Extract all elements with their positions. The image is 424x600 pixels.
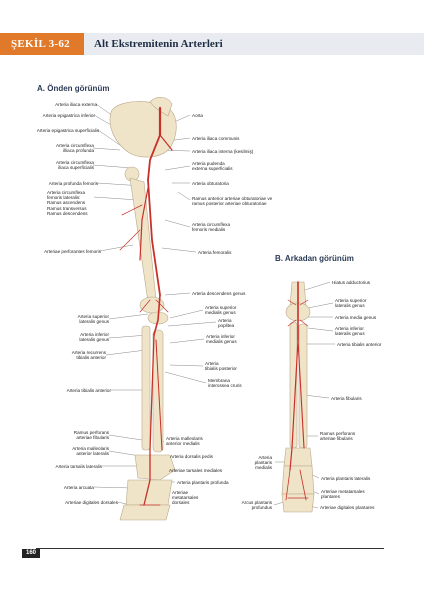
- label-b-2: Arteria media genus: [335, 315, 377, 320]
- label-a-left-15: Arteria arcuata: [63, 485, 94, 490]
- page-number: 160: [22, 549, 40, 558]
- label-a-left-6: Arteria circumflexa femoris lateralis: R…: [47, 190, 88, 216]
- label-a-right-13: Membrana interossea cruris: [208, 378, 242, 389]
- label-a-right-0: Aorta: [192, 113, 203, 118]
- label-a-right-16: Arteriae tarsales mediales: [169, 468, 223, 473]
- label-a-right-3: Arteria pudenda externa superficialis: [192, 161, 233, 172]
- label-a-right-5: Ramus anterior arteriae obturatoriae ve …: [192, 196, 273, 207]
- label-a-left-9: Arteria inferior lateralis genus: [79, 332, 109, 343]
- label-a-right-17: Arteria plantaris profunda: [177, 480, 229, 485]
- label-a-left-10: Arteria recurrens tibialis anterior: [71, 350, 106, 361]
- view-b-arteries: [285, 281, 309, 501]
- label-a-right-12: Arteria tibialis posterior: [205, 361, 237, 372]
- label-b-1: Arteria superior lateralis genus: [335, 298, 367, 309]
- figure-title: Alt Ekstremitenin Arterleri: [94, 38, 223, 50]
- label-a-right-6: Arteria circumflexa femoris medialis: [192, 222, 231, 233]
- label-a-right-18: Arteriae metatarsales dorsales: [172, 490, 199, 506]
- label-b-9: Arteriae metatarsales plantares: [321, 489, 365, 500]
- footer-rule: [36, 548, 384, 549]
- label-a-left-12: Ramus perforans arteriae fibularis: [73, 430, 109, 441]
- label-a-right-4: Arteria obturatoria: [192, 181, 229, 186]
- label-a-right-8: Arteria descendens genus: [192, 291, 246, 296]
- label-a-left-0: Arteria iliaca externa: [55, 102, 97, 107]
- label-b-0: Hiatus adductorius: [332, 280, 371, 285]
- label-a-left-8: Arteria superior lateralis genus: [77, 314, 109, 325]
- label-a-left-7: Arteriae perforantes femoris: [44, 249, 101, 254]
- label-a-right-2: Arteria iliaca interna (kesilmiş): [192, 149, 254, 154]
- label-b-11: Arteriae digitales plantares: [320, 505, 375, 510]
- figure-header: ŞEKİL 3-62 Alt Ekstremitenin Arterleri: [0, 33, 424, 55]
- view-a-arteries: [119, 106, 173, 506]
- label-b-8: Arteria plantaris lateralis: [321, 476, 371, 481]
- label-a-left-14: Arteria tarsalis lateralis: [55, 464, 102, 469]
- view-b-title: B. Arkadan görünüm: [275, 254, 354, 263]
- label-a-right-14: Arteria malleolaris anterior medialis: [166, 436, 203, 447]
- label-b-4: Arteria tibialis anterior: [337, 342, 382, 347]
- label-b-5: Arteria fibularis: [331, 396, 362, 401]
- label-a-left-13: Arteria malleolaris anterior lateralis: [72, 446, 109, 457]
- label-a-right-7: Arteria femoralis: [198, 250, 232, 255]
- label-b-3: Arteria inferior lateralis genus: [335, 326, 365, 337]
- figure-tag: ŞEKİL 3-62: [0, 33, 84, 55]
- label-a-left-4: Arteria circumflexa iliaca superficialis: [55, 160, 94, 171]
- label-a-left-11: Arteria tibialis anterior: [66, 388, 111, 393]
- label-a-left-3: Arteria circumflexa illiaca profunda: [55, 143, 94, 154]
- label-b-10: Arcus plantaris profundus: [241, 500, 272, 511]
- label-a-right-11: Arteria inferior medialis genus: [206, 334, 237, 345]
- label-b-6: Ramus perforans arteriae fibularis: [320, 431, 356, 442]
- label-a-right-10: Arteria poplitea: [218, 318, 235, 329]
- label-a-right-15: Arteria dorsalis pedis: [170, 454, 213, 459]
- label-a-left-5: Arteria profunda femoris: [48, 181, 98, 186]
- label-a-left-1: Arteria epigastrica inferior: [42, 113, 95, 118]
- label-a-right-1: Arteria iliaca communis: [192, 136, 240, 141]
- view-a-title: A. Önden görünüm: [37, 84, 110, 93]
- label-a-right-9: Arteria superior medialis genus: [205, 305, 237, 316]
- label-a-left-16: Arteriae digitales dorsales: [65, 500, 118, 505]
- label-a-left-2: Arteria epigastrica superficialis: [36, 128, 99, 133]
- label-b-7: Arteria plantaris medialis: [254, 455, 272, 471]
